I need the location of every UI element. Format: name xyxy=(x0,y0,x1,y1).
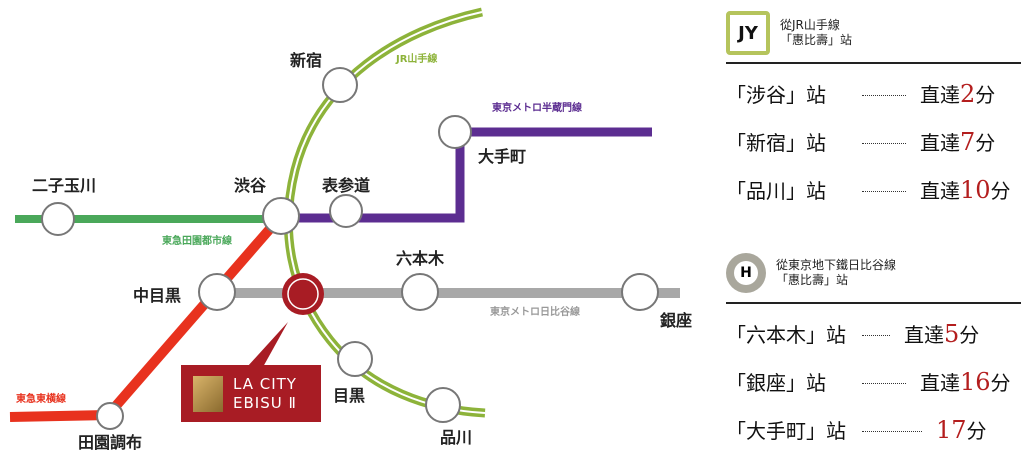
row-minutes: 7 xyxy=(960,128,976,156)
jr-title1: 從JR山手線 xyxy=(780,18,840,32)
row-unit: 分 xyxy=(990,371,1011,395)
jr-yamanote-line xyxy=(283,7,486,418)
row-station: 「涉谷」站 xyxy=(726,83,826,107)
station-meguro-marker xyxy=(337,341,373,377)
logo-line2: EBISU Ⅱ xyxy=(233,393,297,412)
station-nakameguro-marker xyxy=(198,273,236,311)
la-city-ebisu-logo: LA CITY EBISU Ⅱ xyxy=(181,365,321,422)
label-shinjuku: 新宿 xyxy=(290,51,322,70)
label-futako: 二子玉川 xyxy=(32,176,96,195)
logo-line1: LA CITY xyxy=(233,374,297,393)
hibiya-badge-icon: H xyxy=(726,253,766,293)
label-jr-yamanote: JR山手線 xyxy=(395,52,437,65)
label-hanzomon: 東京メトロ半蔵門線 xyxy=(492,101,582,114)
label-den-en-toshi: 東急田園都市線 xyxy=(162,234,232,247)
label-denenchofu: 田園調布 xyxy=(78,433,142,452)
row-station: 「銀座」站 xyxy=(726,371,826,395)
row-station: 「品川」站 xyxy=(726,179,826,203)
hibiya-title2: 「惠比壽」站 xyxy=(776,273,849,287)
row-station: 「六本木」站 xyxy=(726,323,846,347)
row-station: 「大手町」站 xyxy=(726,419,846,443)
row-minutes: 16 xyxy=(960,368,991,396)
station-otemachi-marker xyxy=(438,115,472,149)
ebisu-marker xyxy=(247,273,324,367)
station-shibuya-marker xyxy=(262,197,300,235)
logo-mark-icon xyxy=(193,375,223,412)
row-unit: 分 xyxy=(990,179,1011,203)
row-minutes: 5 xyxy=(944,320,960,348)
row-unit: 分 xyxy=(975,83,996,107)
hanzomon-line xyxy=(282,127,652,223)
row-unit: 分 xyxy=(966,419,987,443)
station-shinagawa-marker xyxy=(425,387,461,423)
station-shinjuku-marker xyxy=(322,67,358,103)
label-toyoko: 東急東横線 xyxy=(16,392,66,405)
row-unit: 分 xyxy=(959,323,980,347)
row-station: 「新宿」站 xyxy=(726,131,826,155)
label-shinagawa: 品川 xyxy=(440,428,472,447)
station-futako-marker xyxy=(41,202,75,236)
station-ginza-marker xyxy=(621,273,659,311)
hibiya-title1: 從東京地下鐵日比谷線 xyxy=(776,258,897,272)
row-prefix: 直達 xyxy=(920,371,960,395)
station-roppongi-marker xyxy=(401,273,439,311)
label-nakameguro: 中目黒 xyxy=(133,286,181,305)
row-prefix: 直達 xyxy=(920,83,960,107)
label-shibuya: 渋谷 xyxy=(234,176,267,195)
label-omotesando: 表参道 xyxy=(321,176,370,195)
divider xyxy=(726,62,1021,64)
label-hibiya: 東京メトロ日比谷線 xyxy=(490,305,580,318)
row-prefix: 直達 xyxy=(904,323,944,347)
row-prefix: 直達 xyxy=(920,131,960,155)
row-prefix: 直達 xyxy=(920,179,960,203)
label-meguro: 目黒 xyxy=(333,386,365,405)
label-otemachi: 大手町 xyxy=(478,147,526,166)
row-minutes: 2 xyxy=(960,80,976,108)
label-ginza: 銀座 xyxy=(660,311,692,330)
row-minutes: 10 xyxy=(960,176,991,204)
row-unit: 分 xyxy=(975,131,996,155)
jr-title2: 「惠比壽」站 xyxy=(780,33,853,47)
station-denenchofu-marker xyxy=(96,402,124,430)
label-roppongi: 六本木 xyxy=(396,249,445,268)
divider xyxy=(726,302,1021,304)
jy-badge-icon: JY xyxy=(726,11,770,55)
station-omotesando-marker xyxy=(329,194,363,228)
row-minutes: 17 xyxy=(936,416,967,444)
